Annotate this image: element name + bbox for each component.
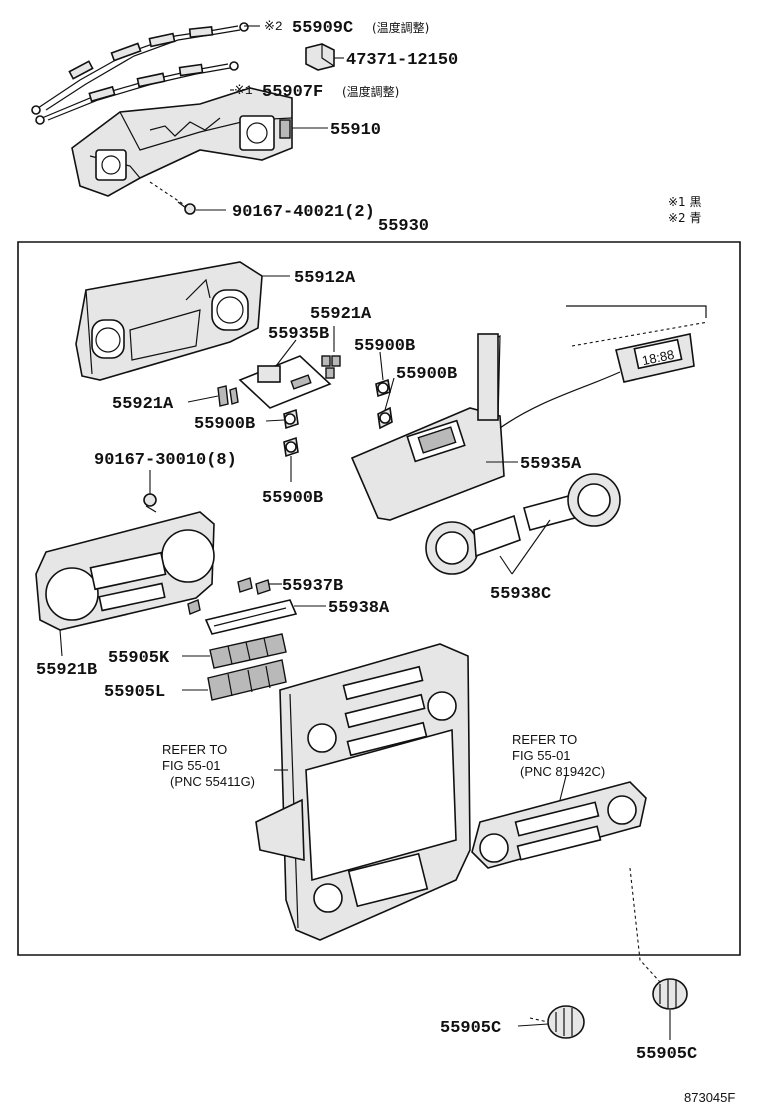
part-label-55900B-2: 55900B [396,365,457,384]
bulb-55900B-4 [283,436,299,458]
bulb-55900B-1 [375,378,391,398]
part-label-55935B: 55935B [268,325,329,344]
part-label-55900B-3: 55900B [194,415,255,434]
part-label-55921A-left: 55921A [112,395,174,414]
part-prefix-55909C: ※2 [264,19,283,34]
legend-item-2: ※2 青 [668,211,702,225]
part-label-55912A: 55912A [294,269,356,288]
clip-55937B [187,577,271,615]
part-label-55938A: 55938A [328,599,390,618]
part-note-55907F: (温度調整) [342,84,399,99]
refer-left-line1: REFER TO [162,742,227,757]
part-label-55905L: 55905L [104,683,165,702]
part-label-55900B-4: 55900B [262,489,323,508]
part-label-55905K: 55905K [108,649,170,668]
holder-55921A-top [321,355,341,379]
knob-55905C-1 [529,1005,585,1039]
part-label-55905C-1: 55905C [440,1019,501,1038]
part-label-90167-40021: 90167-40021(2) [232,203,375,222]
circuit-board-55935A [350,333,621,521]
assembly-frame-55930 [17,241,741,956]
bulb-55900B-3 [283,408,299,430]
refer-left-line3: (PNC 55411G) [170,774,255,789]
part-prefix-55907F: ※1 [234,83,253,98]
panel-55912A [75,261,263,381]
refer-right-line3: (PNC 81942C) [520,764,605,779]
control-cable-black [35,61,239,125]
part-label-55935A: 55935A [520,455,582,474]
part-label-47371: 47371-12150 [346,51,458,70]
legend-item-1: ※1 黒 [668,195,702,209]
clock-unit [566,305,709,383]
part-label-55930: 55930 [378,217,429,236]
part-label-55937B: 55937B [282,577,343,596]
diagram-code: 873045F [684,1090,735,1105]
bulb-55900B-2 [377,406,393,430]
button-set-55905K [209,633,287,669]
part-label-90167-30010: 90167-30010(8) [94,451,237,470]
leader-lines [59,25,671,1040]
screw-90167-30010 [143,493,157,513]
clock-display: 18:88 [641,347,676,368]
bezel-55921B [35,511,215,631]
holder-55921A-left [217,385,239,407]
part-label-55938C: 55938C [490,585,551,604]
board-55935B [238,355,332,409]
screw-90167-40021 [149,181,196,215]
part-label-55909C: 55909C [292,19,353,38]
lens-55938A [204,599,298,635]
knob-55905C-2 [629,867,688,1010]
part-label-55907F: 55907F [262,83,323,102]
connector-47371 [305,43,335,71]
knob-bracket-55938C [425,473,621,575]
button-set-55905L [207,659,287,701]
refer-right-line1: REFER TO [512,732,577,747]
part-note-55909C: (温度調整) [372,20,429,35]
center-cluster-panel [255,643,471,941]
part-label-55910: 55910 [330,121,381,140]
refer-right-line2: FIG 55-01 [512,748,571,763]
part-label-55900B-1: 55900B [354,337,415,356]
control-cable-blue [31,22,249,115]
part-label-55921B: 55921B [36,661,97,680]
part-label-55921A-top: 55921A [310,305,372,324]
side-bezel-81942C [471,781,647,869]
part-label-55905C-2: 55905C [636,1045,697,1064]
refer-left-line2: FIG 55-01 [162,758,221,773]
heater-control-base-55910 [71,87,293,197]
